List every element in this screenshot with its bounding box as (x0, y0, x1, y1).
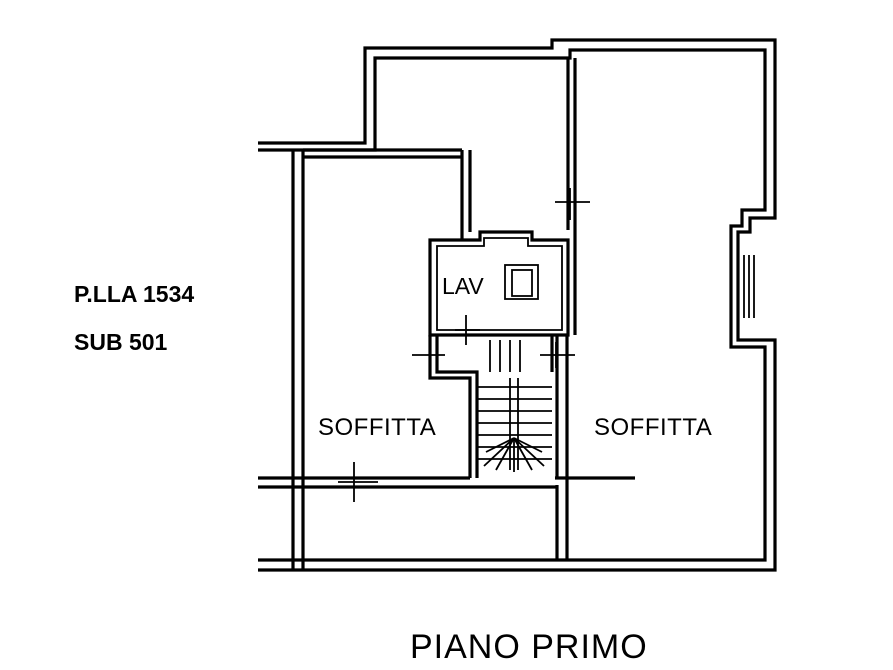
parcel-label: P.LLA 1534 (74, 281, 194, 307)
floor-title: PIANO PRIMO (410, 628, 648, 666)
horizontal-walls (258, 148, 635, 489)
interior-walls (291, 58, 577, 570)
washtub-icon (504, 264, 539, 300)
room-label-attic-right: SOFFITTA (594, 414, 712, 441)
window (743, 255, 755, 318)
room-label-attic-left: SOFFITTA (318, 414, 436, 441)
outer-walls (258, 38, 777, 572)
room-label-laundry: LAV (442, 273, 484, 299)
stair-core (428, 335, 559, 478)
sub-label: SUB 501 (74, 329, 168, 355)
cut-markers (338, 188, 590, 502)
